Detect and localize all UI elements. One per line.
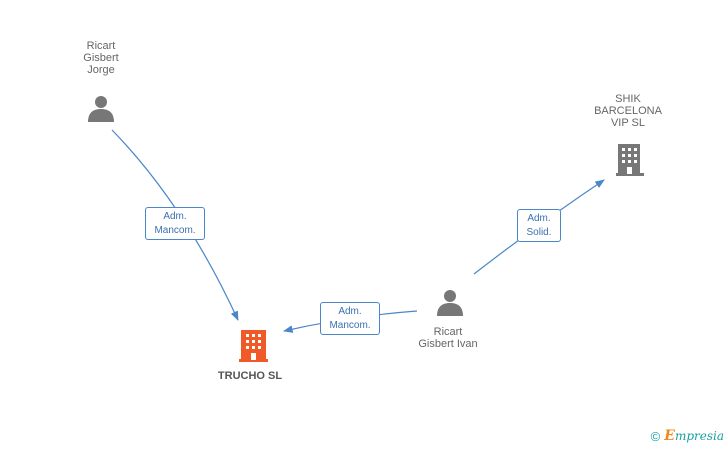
- edge-label-adm-mancom: Adm. Mancom.: [320, 302, 380, 335]
- empresia-logo: © Empresia: [651, 428, 724, 444]
- building-icon[interactable]: [616, 144, 644, 176]
- edge-label-line2: Mancom.: [329, 320, 371, 331]
- edge-label-adm-mancom: Adm. Mancom.: [145, 207, 205, 240]
- node-label-ricart-gisbert-jorge[interactable]: Ricart Gisbert Jorge: [83, 40, 119, 76]
- person-icon[interactable]: [88, 96, 114, 122]
- brand-name: mpresia: [674, 429, 724, 443]
- copyright-symbol: ©: [650, 428, 661, 444]
- edge-label-line2: Mancom.: [154, 225, 196, 236]
- node-label-trucho-sl[interactable]: TRUCHO SL: [217, 370, 283, 382]
- edge-label-line1: Adm.: [338, 306, 362, 317]
- edge-label-line2: Solid.: [526, 227, 552, 238]
- node-label-ricart-gisbert-ivan[interactable]: Ricart Gisbert Ivan: [418, 326, 478, 350]
- node-label-shik-barcelona-vip[interactable]: SHIK BARCELONA VIP SL: [594, 93, 662, 129]
- edge-label-line1: Adm.: [527, 213, 551, 224]
- building-icon-main[interactable]: [239, 330, 268, 362]
- edge-label-line1: Adm.: [163, 211, 187, 222]
- edge-label-adm-solid: Adm. Solid.: [517, 209, 561, 242]
- brand-e: E: [664, 428, 675, 444]
- person-icon[interactable]: [437, 290, 463, 316]
